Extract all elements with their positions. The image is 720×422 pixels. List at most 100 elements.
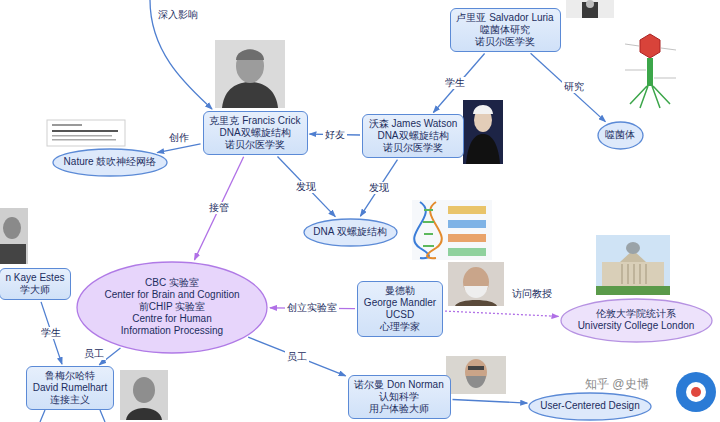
photo-suit xyxy=(222,82,278,108)
topic-ellipse: User-Centered Design xyxy=(528,392,652,421)
edge-label: 发现 xyxy=(294,181,318,193)
person-box: n Kaye Estes学大师 xyxy=(0,268,71,300)
person-box: 卢里亚 Salvador Luria噬菌体研究诺贝尔医学奖 xyxy=(450,8,561,52)
article-line xyxy=(52,139,116,141)
edge-label: 员工 xyxy=(285,351,309,363)
node-text-group: Nature 鼓吹神经网络 xyxy=(64,156,157,168)
photo-ground xyxy=(463,100,503,164)
node-text: 噬菌体 xyxy=(605,129,635,141)
photo-face xyxy=(463,267,489,297)
node-text-group: User-Centered Design xyxy=(540,400,640,412)
edge-label: 创立实验室 xyxy=(285,302,339,314)
article-line xyxy=(52,130,118,132)
node-text-group: 噬菌体 xyxy=(605,129,635,141)
node-text: 用户体验大师 xyxy=(354,403,443,415)
relation-arrow xyxy=(445,311,558,316)
node-text-group: DNA 双螺旋结构 xyxy=(313,226,386,238)
dna-illustration xyxy=(412,200,492,260)
node-text: 噬菌体研究 xyxy=(456,24,553,36)
ucl-photo xyxy=(596,235,670,295)
article-line xyxy=(52,124,82,126)
photo-suit xyxy=(126,408,162,420)
node-text: Center for Brain and Cognition xyxy=(104,289,239,301)
columns xyxy=(622,264,646,284)
photo-ground xyxy=(566,0,614,18)
base-pair xyxy=(448,206,486,214)
person-box: 诺尔曼 Don Norman认知科学用户体验大师 xyxy=(348,375,451,419)
node-text: 心理学家 xyxy=(364,321,436,333)
photo-suit xyxy=(466,134,500,164)
node-text-group: 诺尔曼 Don Norman认知科学用户体验大师 xyxy=(354,379,443,415)
phage-illustration xyxy=(625,34,676,108)
edge-label: 接管 xyxy=(207,202,231,214)
node-text: 曼德勒 xyxy=(364,285,436,297)
ellipse-shape xyxy=(529,393,651,420)
photo-face xyxy=(133,377,155,403)
node-text: 沃森 James Watson xyxy=(369,118,458,130)
node-text: 鲁梅尔哈特 xyxy=(33,370,107,382)
ellipse-shape xyxy=(304,219,397,246)
article-line xyxy=(52,135,112,137)
relation-arrow xyxy=(452,400,527,404)
node-text: Centre for Human Information Processing xyxy=(117,313,227,337)
relation-arrow xyxy=(277,156,335,216)
nature-article xyxy=(47,120,125,146)
node-text: 克里克 Francis Crick xyxy=(209,115,300,127)
relation-arrow xyxy=(531,53,606,121)
node-text: DNA双螺旋结构 xyxy=(369,130,458,142)
luria-photo xyxy=(566,0,614,18)
base-pair xyxy=(448,234,486,242)
watermark: 知乎 @史博 xyxy=(585,377,649,391)
node-text: David Rumelhart xyxy=(33,382,107,394)
ellipse-shape xyxy=(77,262,267,353)
node-text: CBC 实验室 xyxy=(104,277,239,289)
topic-ellipse: 伦敦大学院统计系University College London xyxy=(560,298,713,343)
ellipse-shape xyxy=(53,149,167,176)
photo-hair xyxy=(473,105,493,114)
topic-ellipse: Nature 鼓吹神经网络 xyxy=(52,148,168,177)
dome xyxy=(626,242,640,254)
influence-line xyxy=(150,0,212,109)
photo-beard xyxy=(466,376,486,388)
node-text: 伦敦大学院统计系 xyxy=(578,308,695,320)
node-text-group: CBC 实验室Center for Brain and Cognition前CH… xyxy=(104,277,239,337)
topic-ellipse: 噬菌体 xyxy=(597,121,644,150)
node-text-group: 卢里亚 Salvador Luria噬菌体研究诺贝尔医学奖 xyxy=(456,12,553,48)
logo-disc xyxy=(676,372,716,412)
base-pair xyxy=(448,220,486,228)
relation-arrow xyxy=(157,144,200,153)
ellipse-shape xyxy=(598,122,643,149)
node-text: DNA 双螺旋结构 xyxy=(313,226,386,238)
edge-label: 访问教授 xyxy=(510,288,554,300)
node-text: User-Centered Design xyxy=(540,400,640,412)
node-text-group: n Kaye Estes学大师 xyxy=(6,272,65,296)
edge-label: 创作 xyxy=(167,132,191,144)
person-box: 鲁梅尔哈特David Rumelhart连接主义 xyxy=(26,366,114,410)
photo-hair xyxy=(236,50,264,61)
phage-legs xyxy=(630,86,670,108)
phage-leaders xyxy=(625,44,676,78)
photo-sky xyxy=(596,235,670,295)
edge-label: 发现 xyxy=(367,182,391,194)
node-text-group: 沃森 James WatsonDNA双螺旋结构诺贝尔医学奖 xyxy=(369,118,458,154)
edge-label: 研究 xyxy=(562,81,586,93)
node-text: 卢里亚 Salvador Luria xyxy=(456,12,553,24)
photo-ground xyxy=(215,40,285,108)
phage-head xyxy=(640,34,660,58)
node-text-group: 克里克 Francis CrickDNA双螺旋结构诺贝尔医学奖 xyxy=(209,115,300,151)
person-box: 曼德勒George MandlerUCSD心理学家 xyxy=(357,281,443,337)
edge-label: 员工 xyxy=(82,348,106,360)
node-text-group: 伦敦大学院统计系University College London xyxy=(578,308,695,332)
node-text-group: 鲁梅尔哈特David Rumelhart连接主义 xyxy=(33,370,107,406)
edge-label: 学生 xyxy=(39,327,63,339)
photo-beard xyxy=(464,286,488,298)
note-label: 深入影响 xyxy=(158,9,198,21)
relation-arrow xyxy=(194,157,243,260)
building xyxy=(602,262,664,286)
photo-glasses xyxy=(468,366,484,370)
node-text: n Kaye Estes xyxy=(6,272,65,284)
photo-face xyxy=(586,0,594,8)
